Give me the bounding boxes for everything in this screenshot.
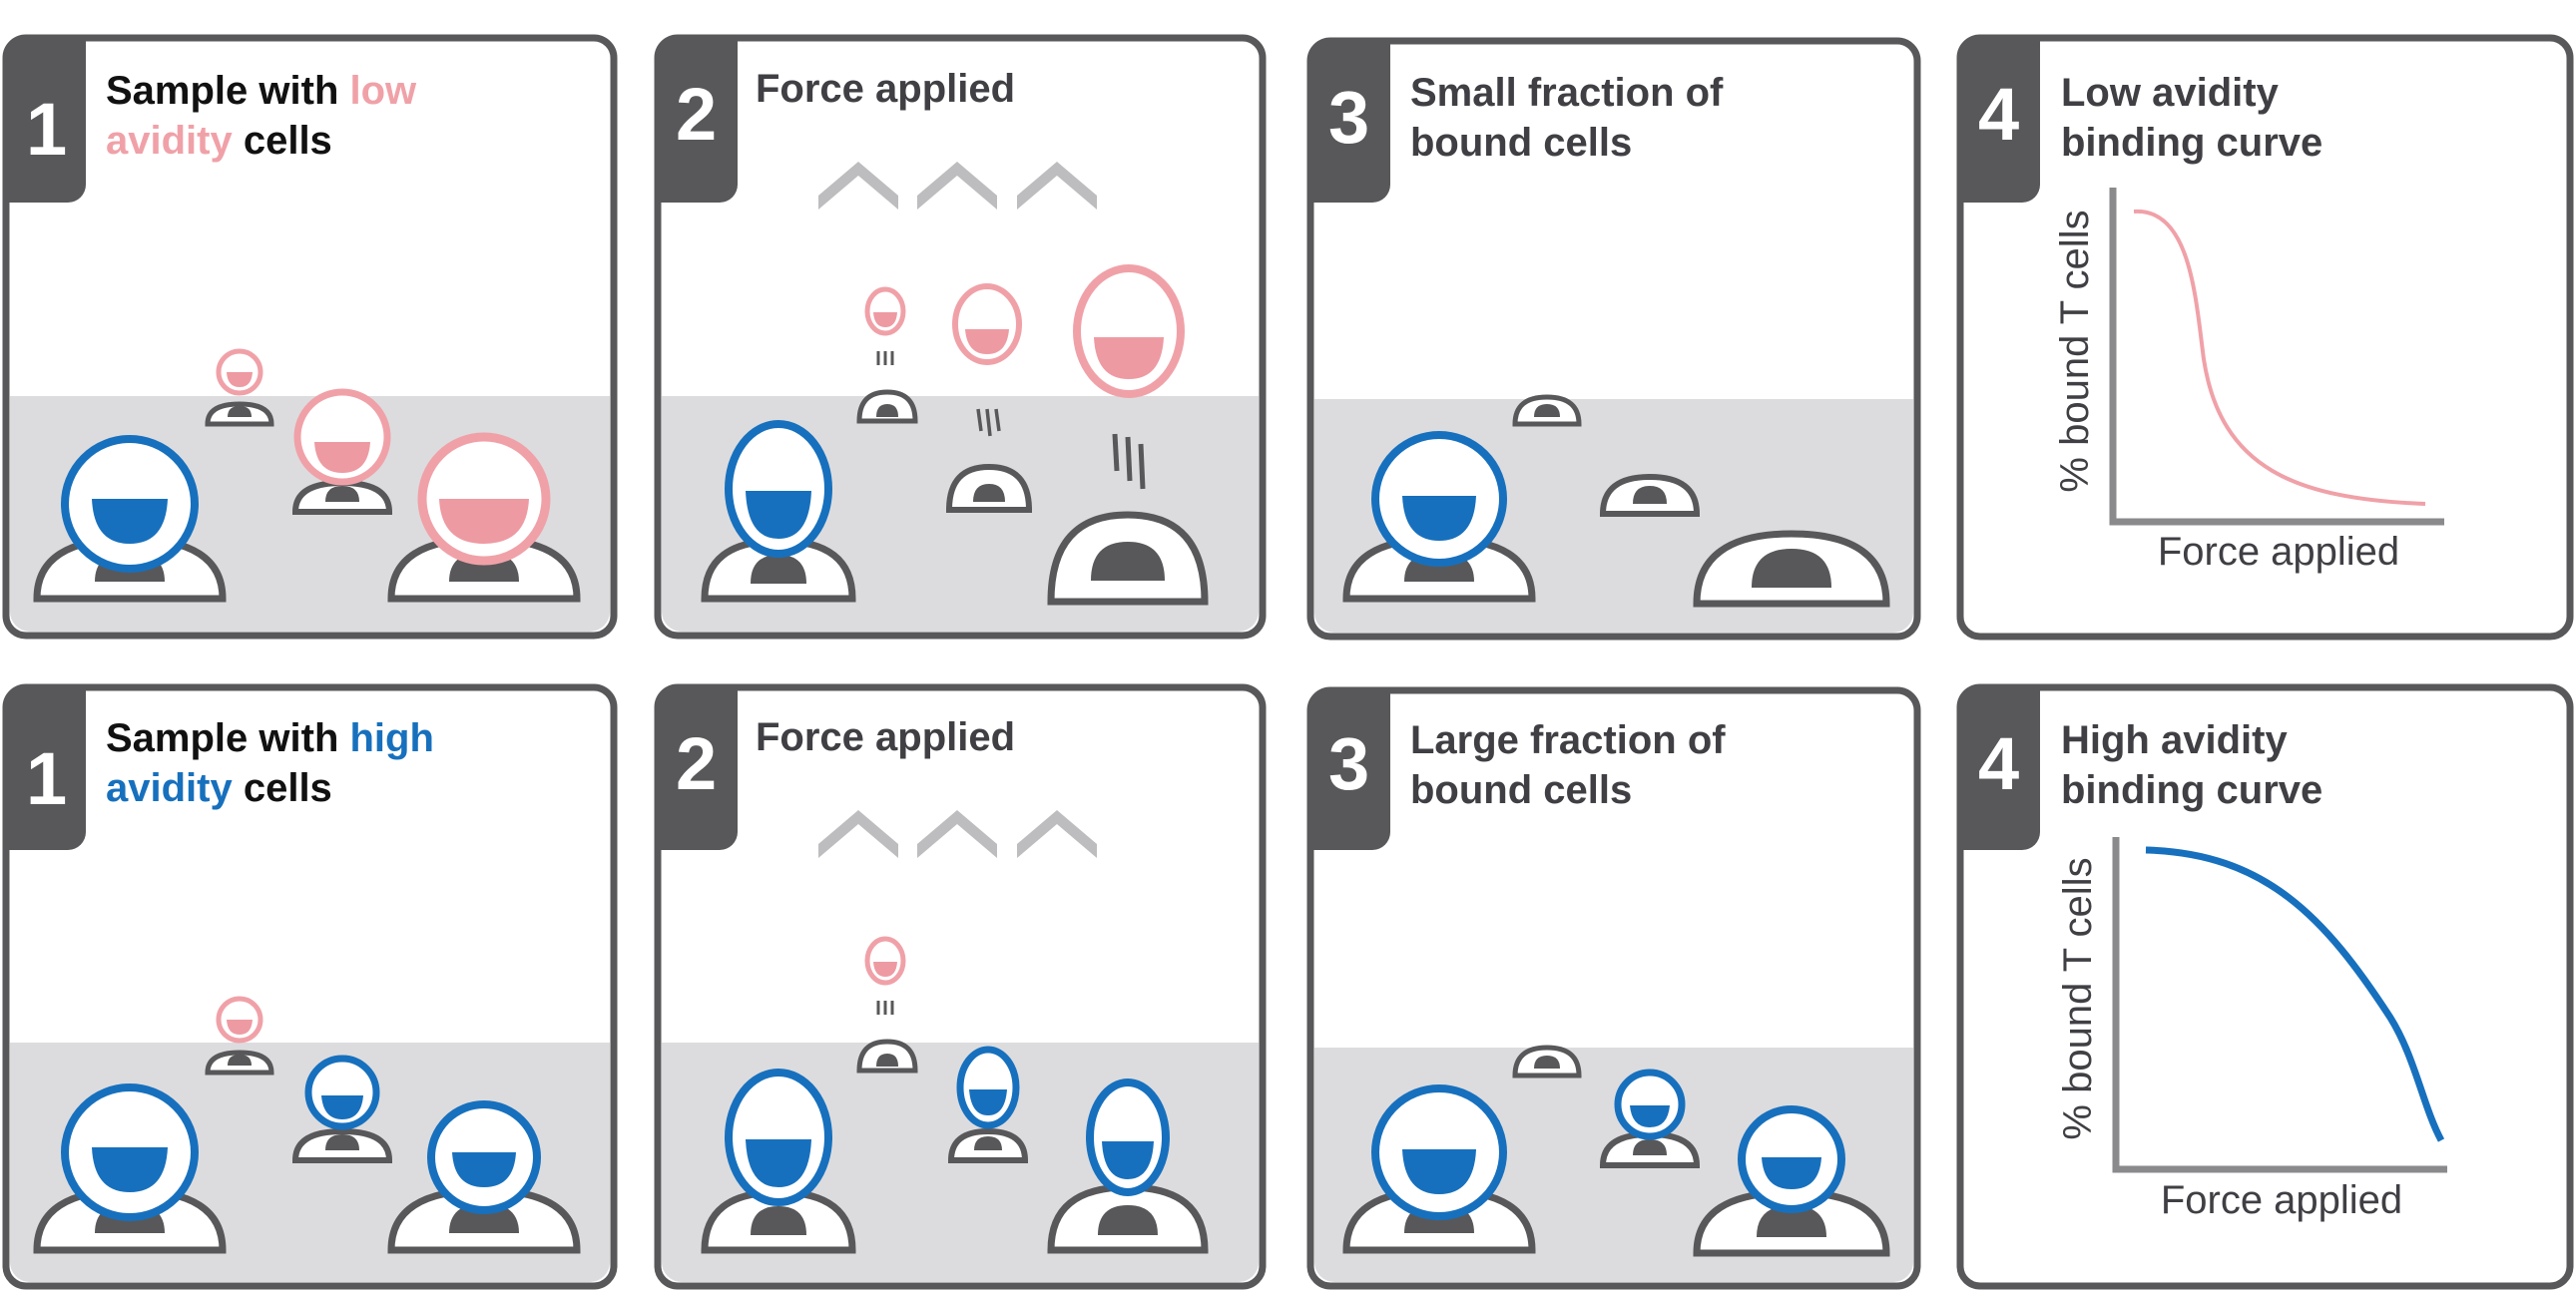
blue-t-cell bbox=[701, 1069, 856, 1254]
panel-high-3: 3 Large fraction of bound cells bbox=[1306, 686, 1921, 1290]
panel-title-2: avidity cells bbox=[106, 119, 332, 163]
panel-title: Sample with low bbox=[106, 69, 417, 113]
empty-target-cell-small bbox=[1512, 394, 1582, 427]
panel-title-2: bound cells bbox=[1410, 121, 1632, 165]
blue-t-cell-medium bbox=[947, 1046, 1029, 1163]
pink-t-cell-large bbox=[387, 432, 581, 603]
step-number: 3 bbox=[1328, 76, 1369, 159]
empty-target-cell-small bbox=[1512, 1045, 1582, 1078]
blue-t-cell bbox=[33, 1083, 227, 1254]
step-badge bbox=[1960, 687, 2040, 850]
step-badge bbox=[658, 687, 738, 850]
panel-high-2: 2 Force applied bbox=[654, 683, 1267, 1290]
panel-title-2: avidity cells bbox=[106, 766, 332, 810]
detached-pink-cell-small bbox=[856, 936, 918, 1074]
blue-t-cell-right bbox=[1047, 1078, 1209, 1254]
step-number: 2 bbox=[676, 722, 717, 805]
blue-t-cell bbox=[33, 435, 227, 603]
step-number: 4 bbox=[1978, 722, 2019, 805]
x-axis-label: Force applied bbox=[2158, 530, 2399, 574]
step-badge bbox=[1310, 41, 1390, 203]
panel-title: Force applied bbox=[756, 715, 1015, 759]
y-axis-label: % bound T cells bbox=[2053, 210, 2097, 492]
panel-title-2: binding curve bbox=[2061, 768, 2322, 812]
chart-axes bbox=[2109, 188, 2444, 526]
detached-pink-cell-small bbox=[856, 286, 918, 424]
detached-pink-cell-large bbox=[1047, 264, 1209, 606]
panel-title: Low avidity bbox=[2061, 71, 2280, 115]
panel-title: Large fraction of bbox=[1410, 718, 1726, 762]
pink-t-cell-small bbox=[205, 348, 274, 427]
blue-t-cell bbox=[1342, 1084, 1536, 1254]
empty-target-cell-medium bbox=[1599, 473, 1701, 517]
high-avidity-curve bbox=[2145, 846, 2445, 1142]
blue-t-cell-medium bbox=[1599, 1069, 1701, 1168]
step-number: 2 bbox=[676, 73, 717, 156]
low-avidity-curve bbox=[2133, 209, 2426, 506]
chart-axes bbox=[2112, 837, 2447, 1173]
panel-title: Small fraction of bbox=[1410, 71, 1724, 115]
detached-pink-cell-medium bbox=[945, 283, 1033, 513]
panel-title-2: binding curve bbox=[2061, 121, 2322, 165]
binding-curve-chart: Force applied % bound T cells bbox=[2053, 188, 2444, 574]
panel-low-4: 4 Low avidity binding curve Force applie… bbox=[1956, 34, 2574, 641]
step-badge bbox=[6, 687, 86, 850]
step-badge bbox=[6, 38, 86, 203]
empty-target-cell-large bbox=[1693, 530, 1890, 608]
step-badge bbox=[1310, 690, 1390, 850]
panel-title-2: bound cells bbox=[1410, 768, 1632, 812]
y-axis-label: % bound T cells bbox=[2056, 857, 2100, 1139]
blue-t-cell bbox=[701, 420, 856, 603]
blue-t-cell bbox=[1342, 431, 1536, 603]
step-number: 3 bbox=[1328, 722, 1369, 805]
step-number: 1 bbox=[26, 737, 67, 820]
panel-high-1: 1 Sample with high avidity cells bbox=[2, 683, 618, 1290]
x-axis-label: Force applied bbox=[2161, 1178, 2402, 1222]
panel-high-4: 4 High avidity binding curve Force appli… bbox=[1956, 683, 2574, 1290]
panel-low-3: 3 Small fraction of bound cells bbox=[1306, 37, 1921, 641]
pink-t-cell-small bbox=[205, 996, 274, 1076]
panel-title: Sample with high bbox=[106, 716, 434, 760]
step-badge bbox=[658, 38, 738, 203]
blue-t-cell-right bbox=[1693, 1105, 1890, 1257]
panel-low-1: 1 Sample with low avidity cells bbox=[2, 34, 618, 640]
panel-title: Force applied bbox=[756, 67, 1015, 111]
step-number: 4 bbox=[1978, 73, 2019, 156]
step-badge bbox=[1960, 38, 2040, 203]
panel-title: High avidity bbox=[2061, 718, 2288, 762]
step-number: 1 bbox=[26, 88, 67, 171]
blue-t-cell-medium bbox=[291, 1055, 393, 1163]
panel-low-2: 2 Force applied bbox=[654, 34, 1267, 640]
pink-t-cell-medium bbox=[291, 388, 393, 515]
binding-curve-chart: Force applied % bound T cells bbox=[2056, 837, 2447, 1222]
blue-t-cell-right bbox=[387, 1100, 581, 1254]
